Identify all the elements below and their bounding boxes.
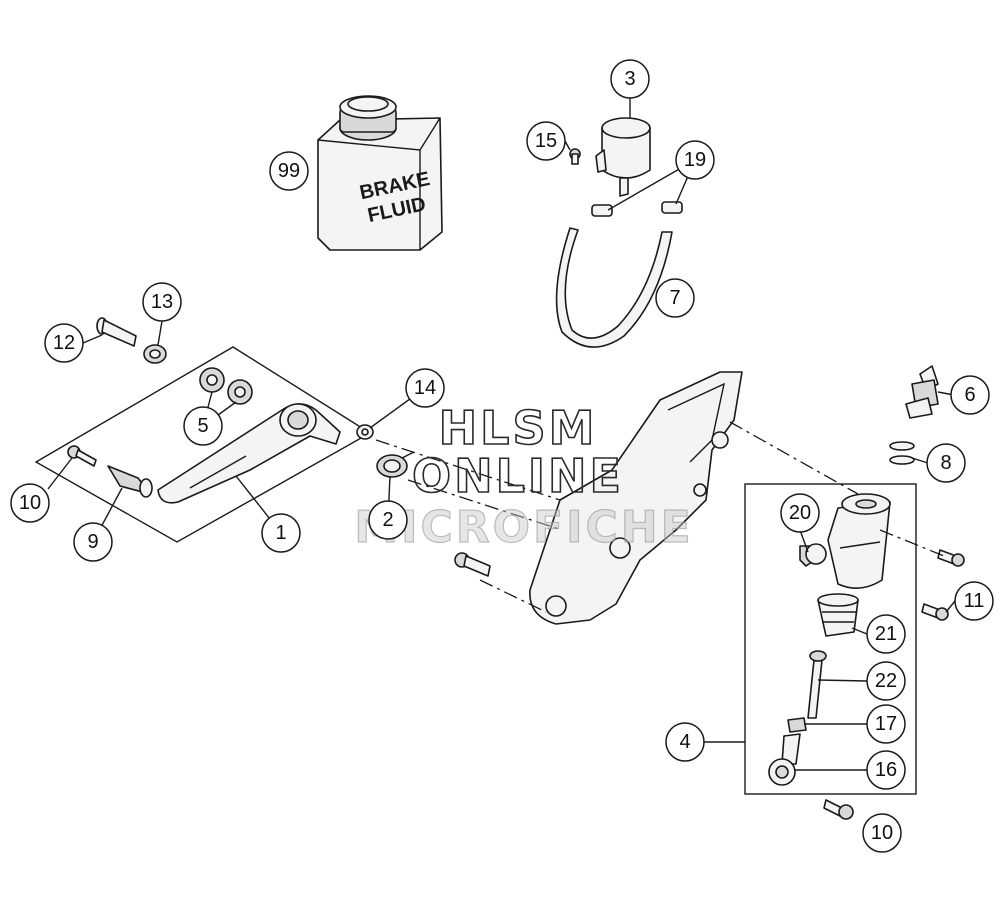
bearing-pair <box>199 367 253 405</box>
brake-reservoir <box>595 117 651 197</box>
svg-text:4: 4 <box>679 731 690 753</box>
svg-text:2: 2 <box>382 509 393 531</box>
svg-text:99: 99 <box>278 160 300 182</box>
svg-text:13: 13 <box>151 291 173 313</box>
banjo-fitting <box>799 543 827 567</box>
brake-pedal-lever <box>157 403 341 504</box>
assembly-lines <box>375 421 945 613</box>
svg-text:6: 6 <box>964 384 975 406</box>
callout-1: 1 <box>261 513 301 553</box>
callout-4: 4 <box>665 722 705 762</box>
callout-2: 2 <box>368 500 408 540</box>
watermark-line-3: MICROFICHE <box>354 502 693 553</box>
callout-13: 13 <box>142 282 182 322</box>
callout-8: 8 <box>926 443 966 483</box>
svg-text:21: 21 <box>875 623 897 645</box>
svg-text:10: 10 <box>871 822 893 844</box>
callout-5: 5 <box>183 406 223 446</box>
callout-11: 11 <box>954 581 994 621</box>
svg-text:8: 8 <box>940 452 951 474</box>
o-rings <box>889 441 915 465</box>
reservoir-screw <box>569 148 581 165</box>
callout-16: 16 <box>866 750 906 790</box>
svg-text:19: 19 <box>684 149 706 171</box>
watermark: HLSM ONLINE MICROFICHE <box>354 400 693 553</box>
cylinder-bolt-lower <box>921 603 949 621</box>
master-cylinder-frame <box>744 483 917 795</box>
pedal-bolt <box>67 445 97 467</box>
brake-hose <box>555 227 673 348</box>
callout-10-cylinder: 10 <box>862 813 902 853</box>
hose-clamp-left <box>591 204 613 217</box>
callout-6: 6 <box>950 375 990 415</box>
callout-20: 20 <box>780 493 820 533</box>
callout-12: 12 <box>44 323 84 363</box>
svg-text:20: 20 <box>789 502 811 524</box>
callout-19: 19 <box>675 140 715 180</box>
callout-99: 99 <box>269 151 309 191</box>
callout-21: 21 <box>866 614 906 654</box>
callout-15: 15 <box>526 121 566 161</box>
callout-7: 7 <box>655 278 695 318</box>
svg-text:7: 7 <box>669 287 680 309</box>
hose-clamp-right <box>661 201 683 214</box>
washer <box>356 424 374 440</box>
pivot-bolt <box>96 317 137 347</box>
bracket-pin <box>454 552 491 577</box>
svg-text:1: 1 <box>275 522 286 544</box>
callout-17: 17 <box>866 704 906 744</box>
watermark-line-2: ONLINE <box>412 449 624 503</box>
push-rod <box>807 650 827 719</box>
svg-text:9: 9 <box>87 531 98 553</box>
brake-fluid-can: BRAKE FLUID <box>317 95 443 251</box>
svg-text:12: 12 <box>53 332 75 354</box>
callout-14: 14 <box>405 368 445 408</box>
svg-text:10: 10 <box>19 492 41 514</box>
pedal-peg <box>107 465 153 498</box>
cylinder-bolt-upper <box>937 549 965 567</box>
svg-text:16: 16 <box>875 759 897 781</box>
callout-10-pedal: 10 <box>10 483 50 523</box>
master-cylinder-body <box>827 493 891 589</box>
svg-text:14: 14 <box>414 377 436 399</box>
callout-22: 22 <box>866 661 906 701</box>
svg-text:3: 3 <box>624 68 635 90</box>
lock-nut <box>787 717 807 733</box>
pivot-washer <box>143 344 167 364</box>
rod-eye-bolt <box>823 799 854 820</box>
svg-text:11: 11 <box>964 590 985 612</box>
brake-light-switch <box>905 365 939 419</box>
callout-3: 3 <box>610 59 650 99</box>
svg-text:22: 22 <box>875 670 897 692</box>
piston-boot <box>817 593 859 637</box>
svg-text:17: 17 <box>875 713 897 735</box>
rod-eye <box>768 733 801 786</box>
watermark-line-1: HLSM <box>439 401 598 455</box>
svg-text:5: 5 <box>197 415 208 437</box>
return-spring <box>376 451 415 478</box>
svg-text:15: 15 <box>535 130 557 152</box>
callout-9: 9 <box>73 522 113 562</box>
